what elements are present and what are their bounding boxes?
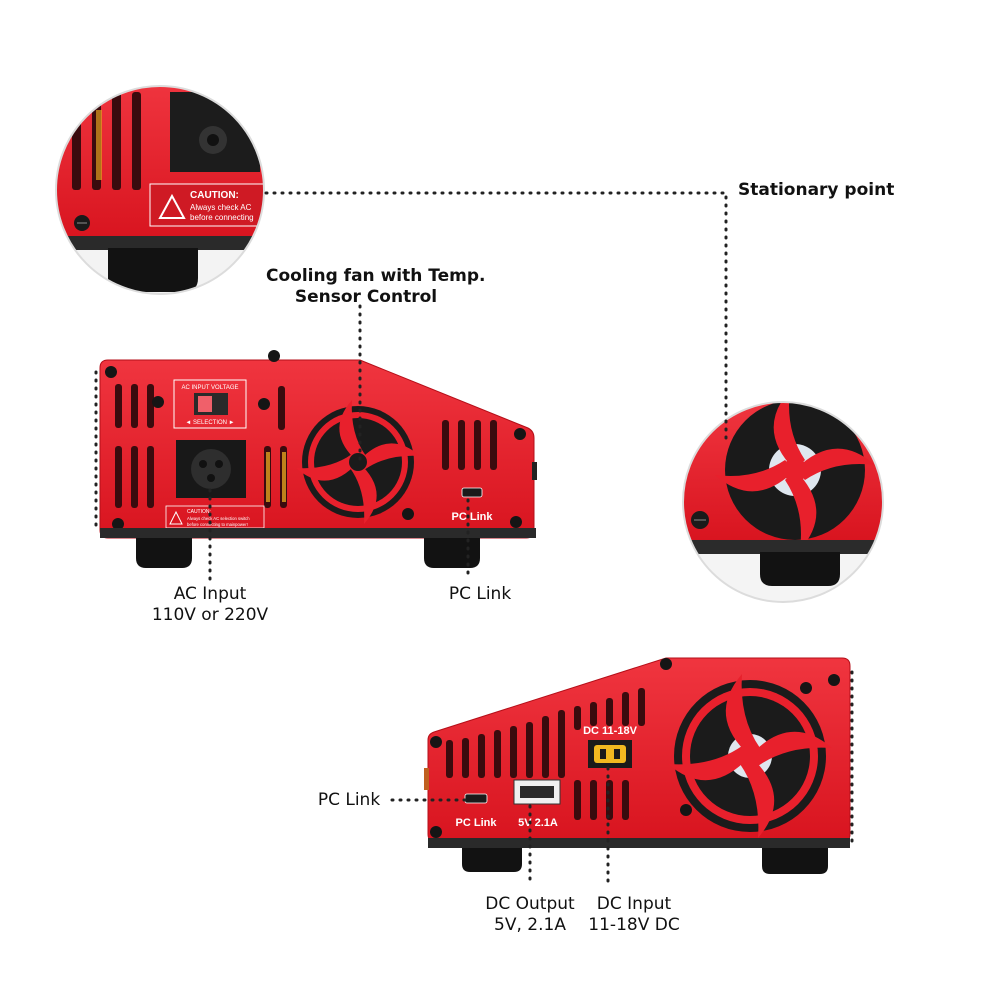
cooling-fan-icon	[296, 400, 420, 524]
ac-input-voltage-label: AC INPUT VOLTAGE	[181, 385, 238, 391]
dc-input-label-line-1: DC Input	[596, 894, 672, 914]
dc-output-label-line-2: 5V, 2.1A	[494, 915, 566, 935]
caution-small-line-1: Always check AC selection switch	[187, 516, 250, 521]
ac-input-label-line-2: 110V or 220V	[151, 605, 269, 625]
leader-lines	[94, 191, 854, 890]
pc-link-port-label-side: PC Link	[456, 817, 498, 829]
caution-title: CAUTION:	[190, 190, 239, 201]
side-fan-icon	[668, 674, 832, 838]
caution-line-1: Always check AC	[190, 203, 252, 212]
dc-output-label: DC Output 5V, 2.1A	[470, 894, 590, 936]
dc-input-label: DC Input 11-18V DC	[574, 894, 694, 936]
stationary-point-label: Stationary point	[738, 180, 895, 200]
selection-label: ◄ SELECTION ►	[185, 420, 234, 426]
zoom-circle-stationary-point	[682, 401, 884, 603]
pc-link-rear-label: PC Link	[448, 584, 512, 604]
dc-range-label: DC 11-18V	[583, 725, 637, 737]
cooling-fan-label-line-2: Sensor Control	[294, 287, 438, 307]
caution-small-line-2: before connecting to mainpower!	[187, 522, 248, 527]
charger-rear-view: AC INPUT VOLTAGE ◄ SELECTION ► CAUTION: …	[99, 350, 537, 568]
caution-line-2: before connecting	[190, 213, 254, 222]
charger-side-view: DC 11-18V 5V 2.1A PC Link	[424, 657, 851, 874]
dc-output-label-line-1: DC Output	[485, 894, 575, 914]
pc-link-side-label: PC Link	[317, 790, 381, 810]
usb-rating-label: 5V 2.1A	[518, 817, 558, 829]
dc-input-label-line-2: 11-18V DC	[588, 915, 680, 935]
cooling-fan-label-line-1: Cooling fan with Temp.	[266, 266, 486, 286]
ac-input-label: AC Input 110V or 220V	[140, 584, 280, 626]
cooling-fan-label: Cooling fan with Temp. Sensor Control	[266, 266, 486, 308]
ac-input-label-line-1: AC Input	[173, 584, 247, 604]
pc-link-port-label-rear: PC Link	[452, 511, 494, 523]
zoom-circle-ac-detail: CAUTION: Always check AC before connecti…	[55, 85, 265, 295]
caution-small-title: CAUTION:	[187, 509, 211, 515]
